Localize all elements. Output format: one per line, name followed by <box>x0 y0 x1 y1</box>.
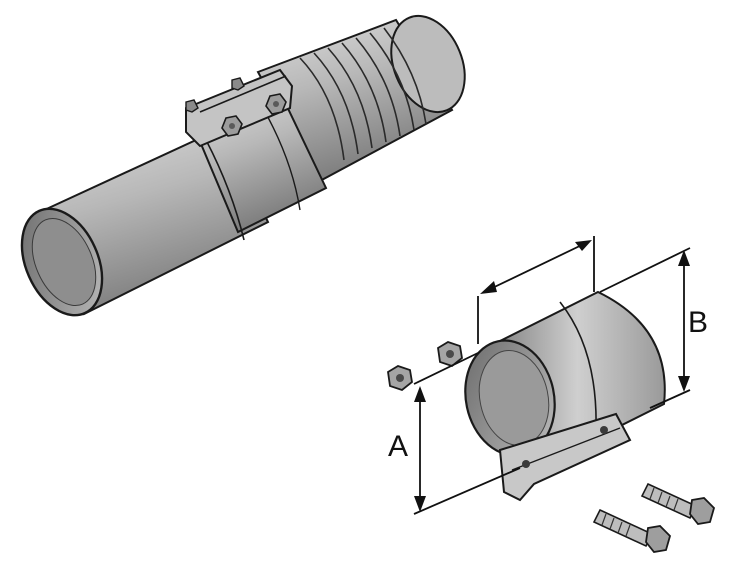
sleeve-saddle-bracket <box>498 412 632 502</box>
pipe-far-end <box>390 14 466 114</box>
clamp-sleeve-icon <box>464 290 666 502</box>
bolt-icon <box>592 482 716 553</box>
pipe-clamp-bolt-icon <box>185 77 287 137</box>
dimension-label-b: B <box>688 306 708 339</box>
pipe-assembly-icon <box>20 14 466 317</box>
nut-icon <box>387 341 463 392</box>
dimension-arrow-icon <box>413 236 691 515</box>
bolt-lower <box>592 508 672 553</box>
corrugation-rings <box>299 27 427 161</box>
dimension-label-a: A <box>388 430 408 463</box>
pipe-clamp-saddle <box>185 68 294 148</box>
bolt-upper <box>640 482 716 525</box>
